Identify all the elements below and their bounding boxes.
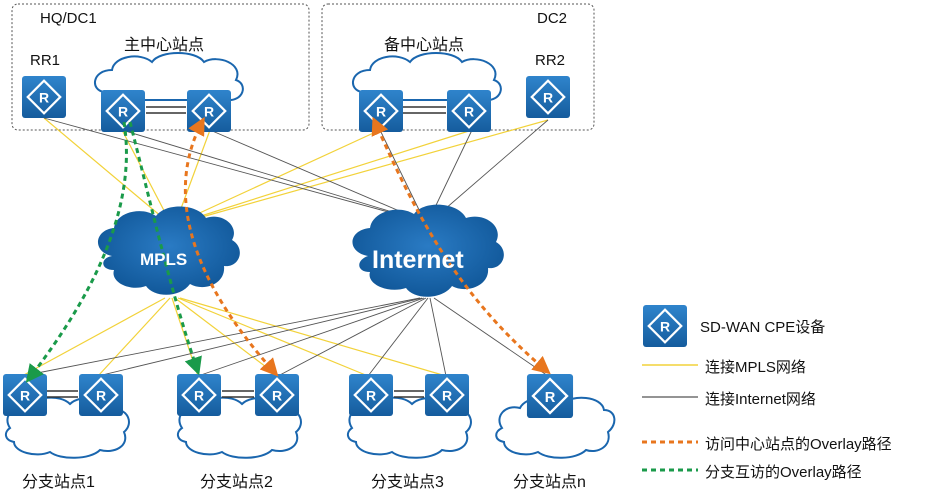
dc1-name: HQ/DC1 <box>40 10 97 27</box>
dc1-box <box>11 3 310 131</box>
legend-cpe-label: SD-WAN CPE设备 <box>700 319 826 336</box>
dc2-cpe2-device <box>446 90 492 132</box>
legend-internet-label: 连接Internet网络 <box>705 391 816 408</box>
rr1-device <box>22 76 66 118</box>
branch3-cpe2-device <box>424 374 470 416</box>
branch1-label: 分支站点1 <box>22 474 95 491</box>
dc2-lan-cloud <box>352 52 502 102</box>
dc2-title: 备中心站点 <box>384 37 465 54</box>
dc2-box <box>321 3 595 131</box>
branch1-cpe1-device <box>2 374 48 416</box>
overlay-branch-path-2 <box>128 121 202 376</box>
dc1-cpe2-device <box>186 90 232 132</box>
branch2-cpe1-device <box>176 374 222 416</box>
legend-cpe-icon <box>642 305 688 347</box>
dc1-title: 主中心站点 <box>124 37 205 54</box>
rr2-device <box>526 76 570 118</box>
branch2-label: 分支站点2 <box>200 474 273 491</box>
dc1-lan-cloud <box>94 52 244 102</box>
branch3-label: 分支站点3 <box>371 474 444 491</box>
overlay-hub-path-dc2-branchn <box>371 116 551 375</box>
legend-mpls-label: 连接MPLS网络 <box>705 359 806 376</box>
overlay-branch-path-1 <box>25 121 128 383</box>
legend-overlay-hub-label: 访问中心站点的Overlay路径 <box>705 436 892 453</box>
dc2-name: DC2 <box>537 10 568 27</box>
branch2-cpe2-device <box>254 374 300 416</box>
internet-label: Internet <box>372 246 464 274</box>
dc1-cpe1-device <box>100 90 146 132</box>
branchn-label: 分支站点n <box>513 474 586 491</box>
branch1-cpe2-device <box>78 374 124 416</box>
dc2-cpe1-device <box>358 90 404 132</box>
branchn-cpe-device <box>526 374 574 418</box>
mpls-label: MPLS <box>140 250 188 269</box>
rr2-label: RR2 <box>535 52 566 69</box>
rr1-label: RR1 <box>30 52 61 69</box>
overlay-hub-path-dc1-branch2 <box>183 116 279 377</box>
legend-overlay-branch-label: 分支互访的Overlay路径 <box>705 464 862 481</box>
branch3-cpe1-device <box>348 374 394 416</box>
